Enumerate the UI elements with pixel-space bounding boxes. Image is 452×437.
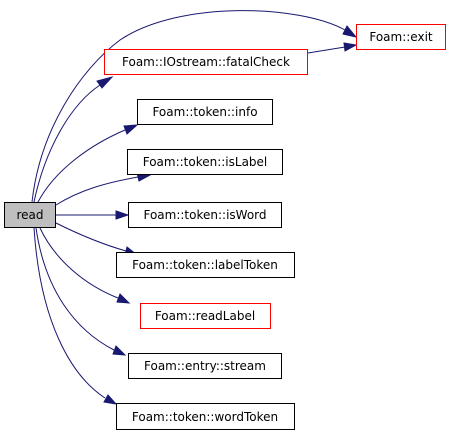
node-readLabel-label: Foam::readLabel bbox=[155, 309, 255, 323]
node-labelToken-box bbox=[116, 252, 295, 278]
node-readLabel[interactable]: Foam::readLabel bbox=[140, 303, 271, 329]
edge-read-labelToken bbox=[55, 222, 127, 252]
node-readLabel-box bbox=[140, 303, 271, 329]
node-labelToken[interactable]: Foam::token::labelToken bbox=[116, 252, 295, 278]
node-exit-label: Foam::exit bbox=[369, 30, 433, 44]
edge-fatalCheck-exit bbox=[307, 46, 346, 54]
edge-read-info bbox=[37, 129, 126, 203]
node-read-box bbox=[4, 202, 56, 228]
node-read-label: read bbox=[16, 208, 43, 222]
node-isLabel[interactable]: Foam::token::isLabel bbox=[127, 149, 283, 175]
arrowhead-wordToken bbox=[103, 394, 118, 405]
arrowhead-fatalCheck bbox=[96, 76, 114, 89]
node-wordToken[interactable]: Foam::token::wordToken bbox=[116, 403, 295, 430]
node-isWord-box bbox=[128, 202, 282, 228]
arrowhead-exit bbox=[342, 25, 358, 38]
node-fatalCheck[interactable]: Foam::IOstream::fatalCheck bbox=[104, 49, 308, 75]
node-stream[interactable]: Foam::entry::stream bbox=[128, 353, 282, 379]
node-stream-box bbox=[128, 353, 282, 379]
node-info-label: Foam::token::info bbox=[152, 105, 257, 119]
arrowhead-info bbox=[123, 124, 139, 135]
node-stream-label: Foam::entry::stream bbox=[144, 359, 266, 373]
node-isLabel-box bbox=[127, 149, 283, 175]
edge-read-exit bbox=[31, 10, 346, 203]
edge-read-stream bbox=[35, 227, 115, 351]
edge-read-fatalCheck bbox=[33, 84, 101, 203]
node-wordToken-label: Foam::token::wordToken bbox=[132, 410, 278, 424]
node-exit-box bbox=[356, 24, 446, 50]
node-info[interactable]: Foam::token::info bbox=[137, 99, 273, 125]
edge-read-readLabel bbox=[39, 227, 119, 299]
node-isWord[interactable]: Foam::token::isWord bbox=[128, 202, 282, 228]
node-isLabel-label: Foam::token::isLabel bbox=[143, 155, 268, 169]
node-fatalCheck-box bbox=[104, 49, 308, 75]
arrowhead-readLabel bbox=[116, 293, 131, 304]
node-info-box bbox=[137, 99, 273, 125]
node-labelToken-label: Foam::token::labelToken bbox=[132, 258, 278, 272]
arrowhead-isWord bbox=[115, 210, 130, 220]
node-wordToken-box bbox=[116, 403, 295, 430]
node-fatalCheck-label: Foam::IOstream::fatalCheck bbox=[122, 55, 290, 69]
edges bbox=[31, 10, 358, 405]
node-read[interactable]: read bbox=[4, 202, 56, 228]
node-isWord-label: Foam::token::isWord bbox=[143, 208, 266, 222]
arrowhead-fatalCheck-exit bbox=[343, 42, 358, 52]
edge-read-isLabel bbox=[55, 176, 139, 206]
edge-read-wordToken bbox=[33, 227, 106, 399]
node-exit[interactable]: Foam::exit bbox=[356, 24, 446, 50]
arrowhead-stream bbox=[112, 345, 127, 356]
